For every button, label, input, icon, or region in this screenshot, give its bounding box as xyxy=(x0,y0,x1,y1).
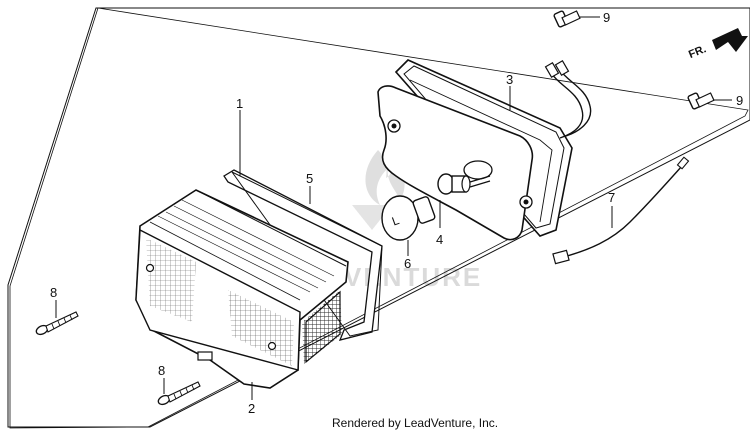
tail-bulb: L xyxy=(381,195,436,241)
wire-lead xyxy=(552,156,690,265)
bulb-socket xyxy=(437,173,491,195)
callout-2: 2 xyxy=(248,401,255,416)
watermark-text: VENTURE xyxy=(344,262,482,292)
bulb-marking: L xyxy=(390,213,401,229)
callout-8-left: 8 xyxy=(50,285,57,300)
taillight-lens xyxy=(135,189,349,389)
callout-1: 1 xyxy=(236,96,243,111)
callout-5: 5 xyxy=(306,171,313,186)
callout-4: 4 xyxy=(436,232,443,247)
screw-8-left xyxy=(35,311,79,336)
front-direction-arrow: FR. xyxy=(687,28,748,61)
callout-7: 7 xyxy=(608,190,615,205)
screw-9-lower xyxy=(687,92,732,110)
front-direction-label: FR. xyxy=(687,43,708,61)
callout-9-upper: 9 xyxy=(603,10,610,25)
callout-3: 3 xyxy=(506,72,513,87)
callout-8-bottom: 8 xyxy=(158,363,165,378)
screw-8-bottom xyxy=(157,381,201,406)
callout-9-lower: 9 xyxy=(736,93,743,108)
rendered-by-credit: Rendered by LeadVenture, Inc. xyxy=(332,416,499,430)
assembly-frame xyxy=(7,7,750,428)
assembly-frame-outline xyxy=(9,7,749,429)
screw-9-upper xyxy=(553,10,600,28)
taillight-base-housing xyxy=(377,59,592,241)
callout-6: 6 xyxy=(404,256,411,271)
